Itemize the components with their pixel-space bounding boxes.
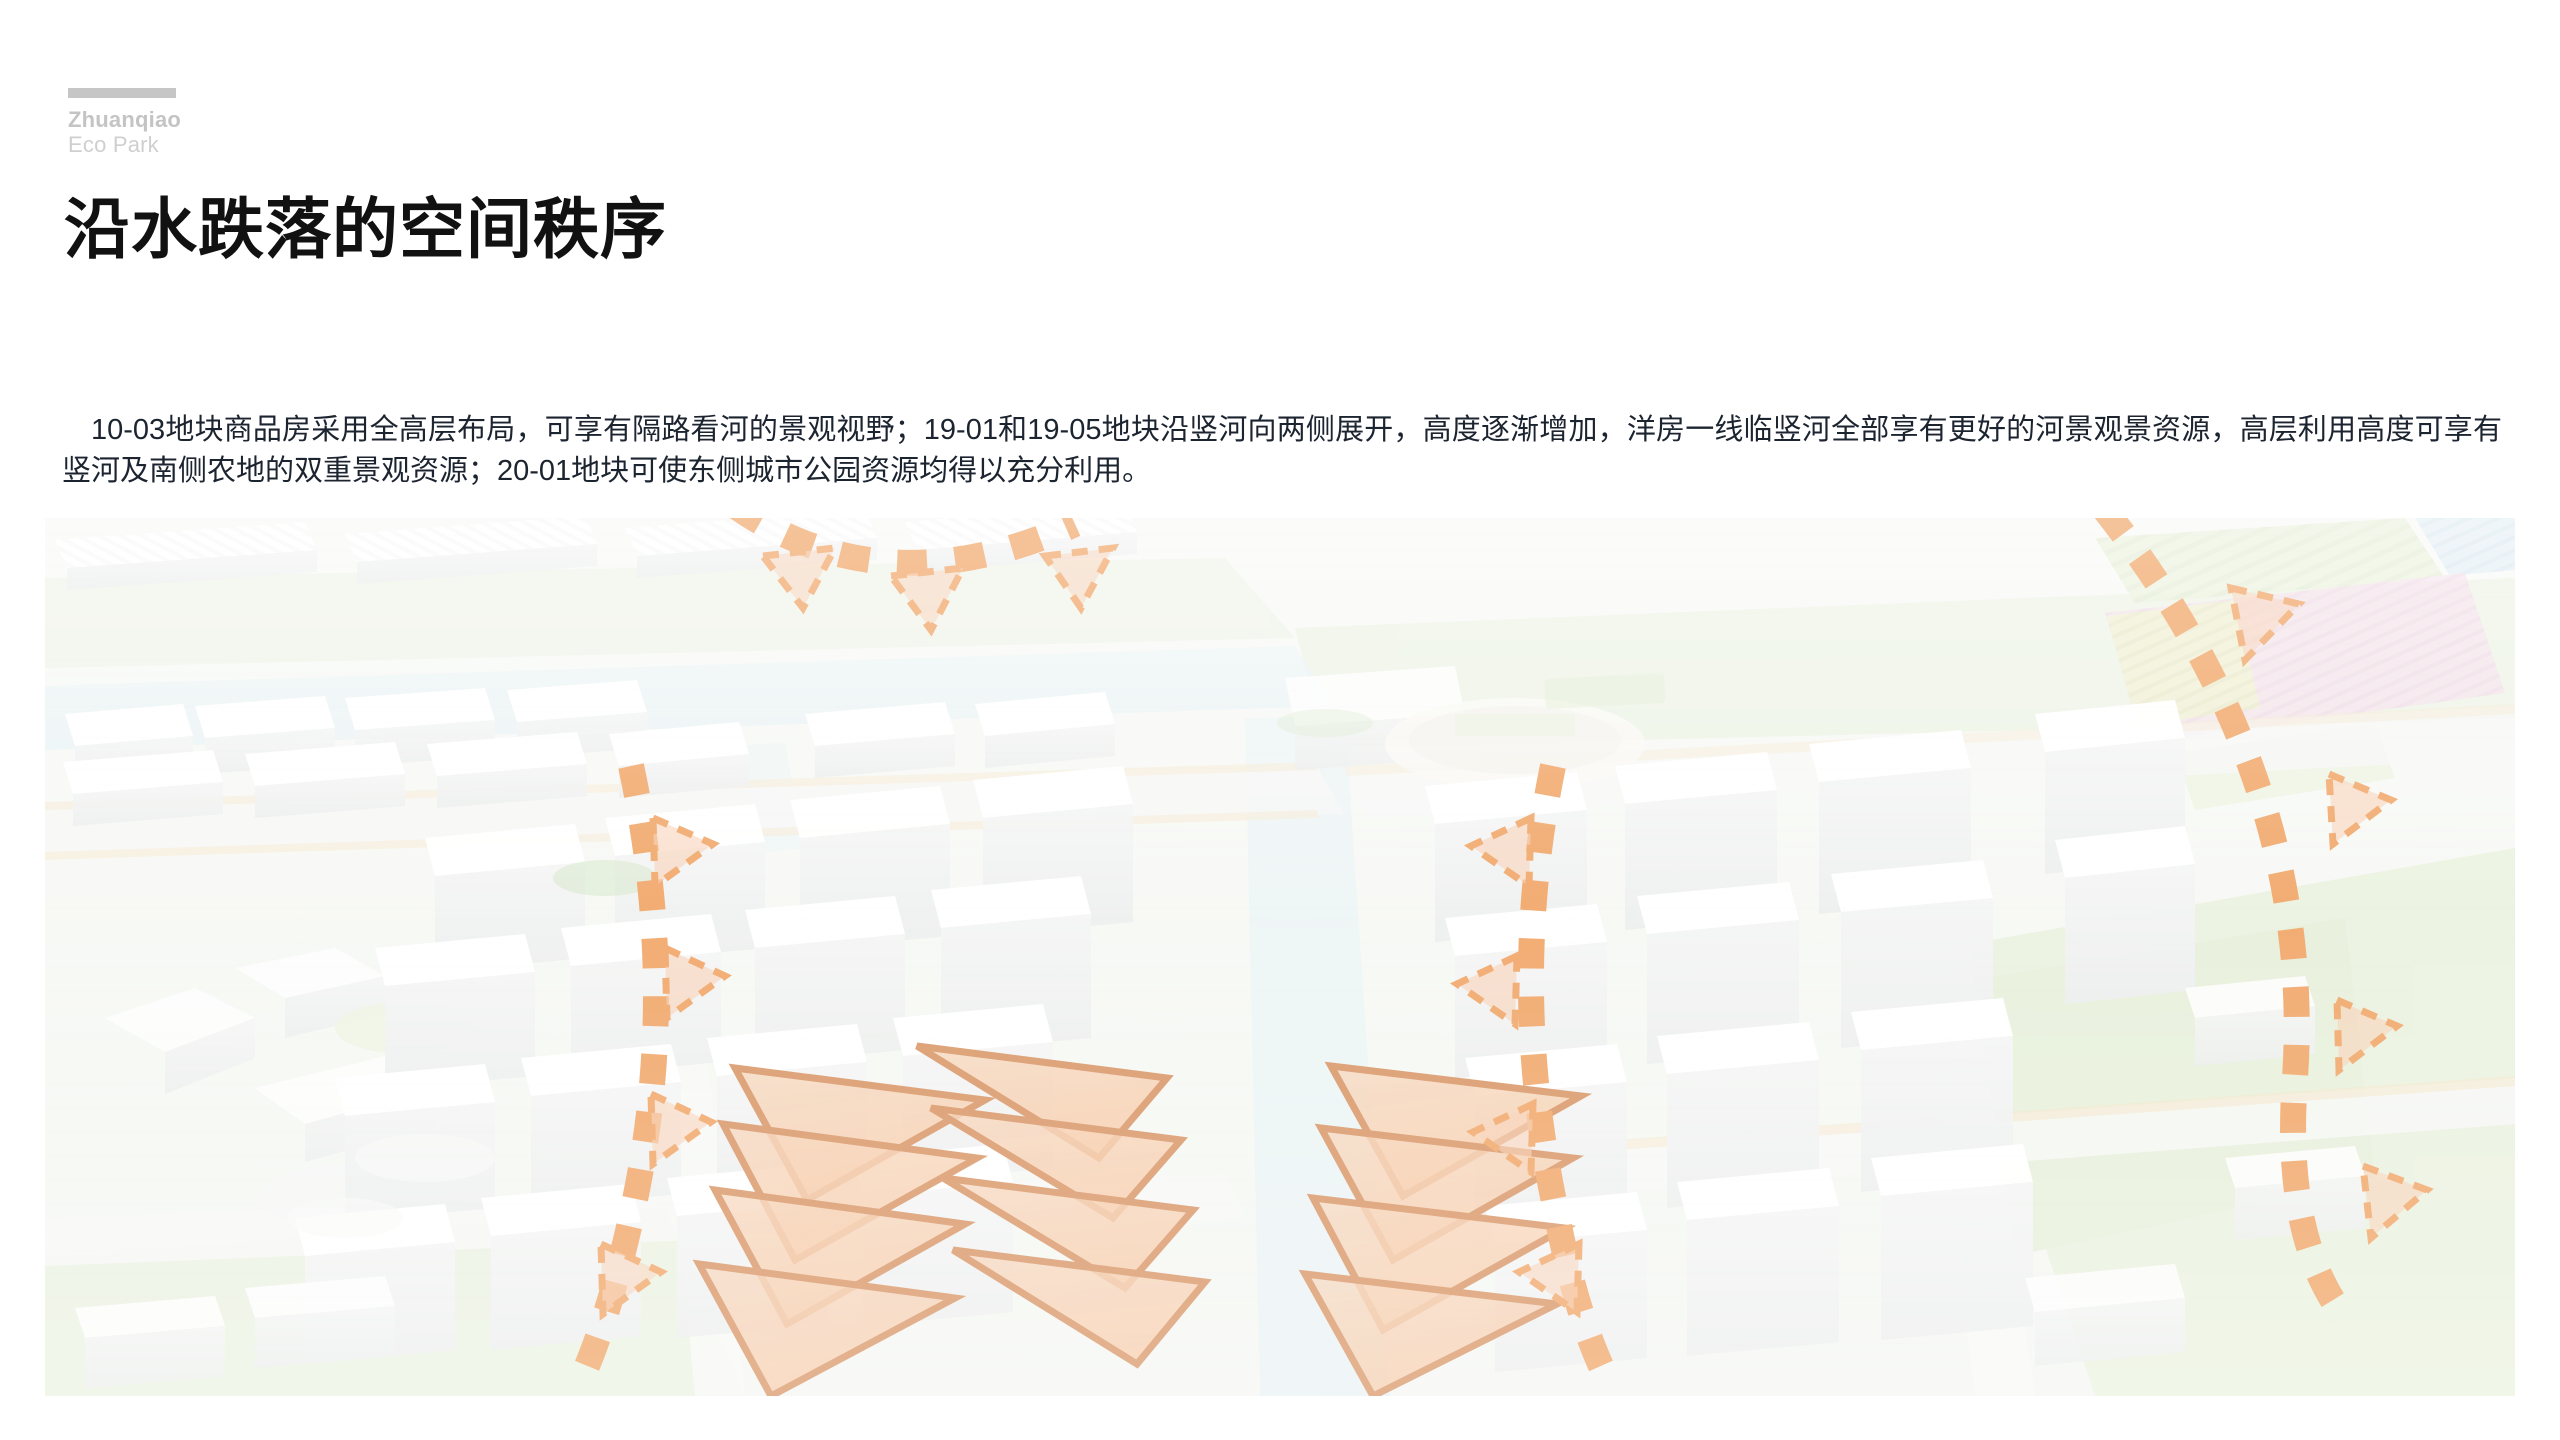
body-paragraph: 10-03地块商品房采用全高层布局，可享有隔路看河的景观视野；19-01和19-…: [62, 414, 2502, 488]
aerial-rendering: [45, 518, 2515, 1396]
render-wash-overlay: [45, 518, 2515, 1396]
aerial-rendering-canvas: [45, 518, 2515, 1396]
page-title: 沿水跌落的空间秩序: [64, 192, 667, 266]
brand-name-secondary: Eco Park: [68, 131, 159, 157]
brand-rule: [68, 88, 176, 98]
brand-name-primary: Zhuanqiao: [68, 107, 182, 132]
brand-logo: Zhuanqiao Eco Park: [68, 88, 288, 157]
